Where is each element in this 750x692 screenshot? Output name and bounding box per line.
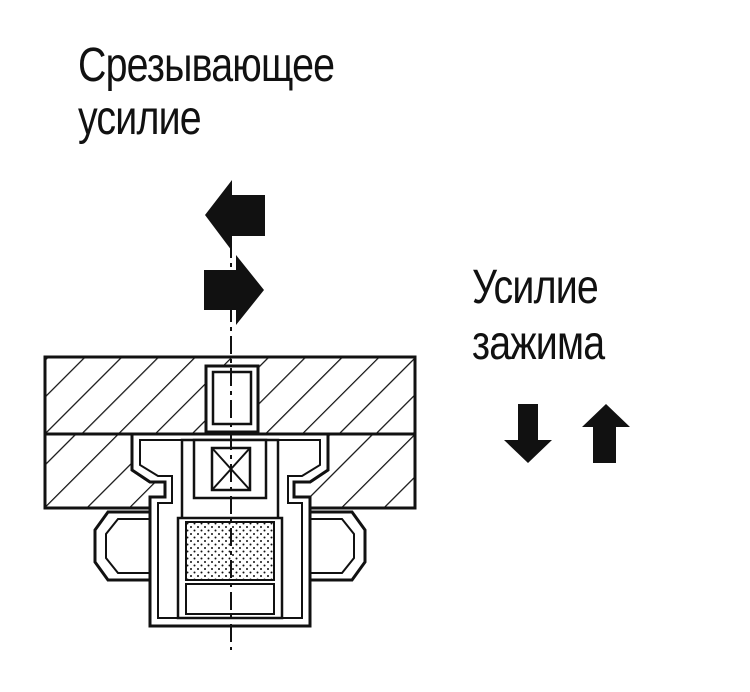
clamp-force-label-line1: Усилие — [472, 261, 599, 314]
shear-force-label-line2: усилие — [78, 92, 202, 145]
arrow-up-icon — [582, 404, 630, 463]
arrow-right-icon — [204, 255, 264, 325]
hex-nut — [93, 510, 367, 582]
clamp-force-label-line2: зажима — [472, 317, 605, 370]
shear-force-label-line1: Срезывающее — [78, 39, 335, 92]
arrow-left-icon — [205, 180, 265, 251]
arrow-down-icon — [504, 404, 552, 463]
